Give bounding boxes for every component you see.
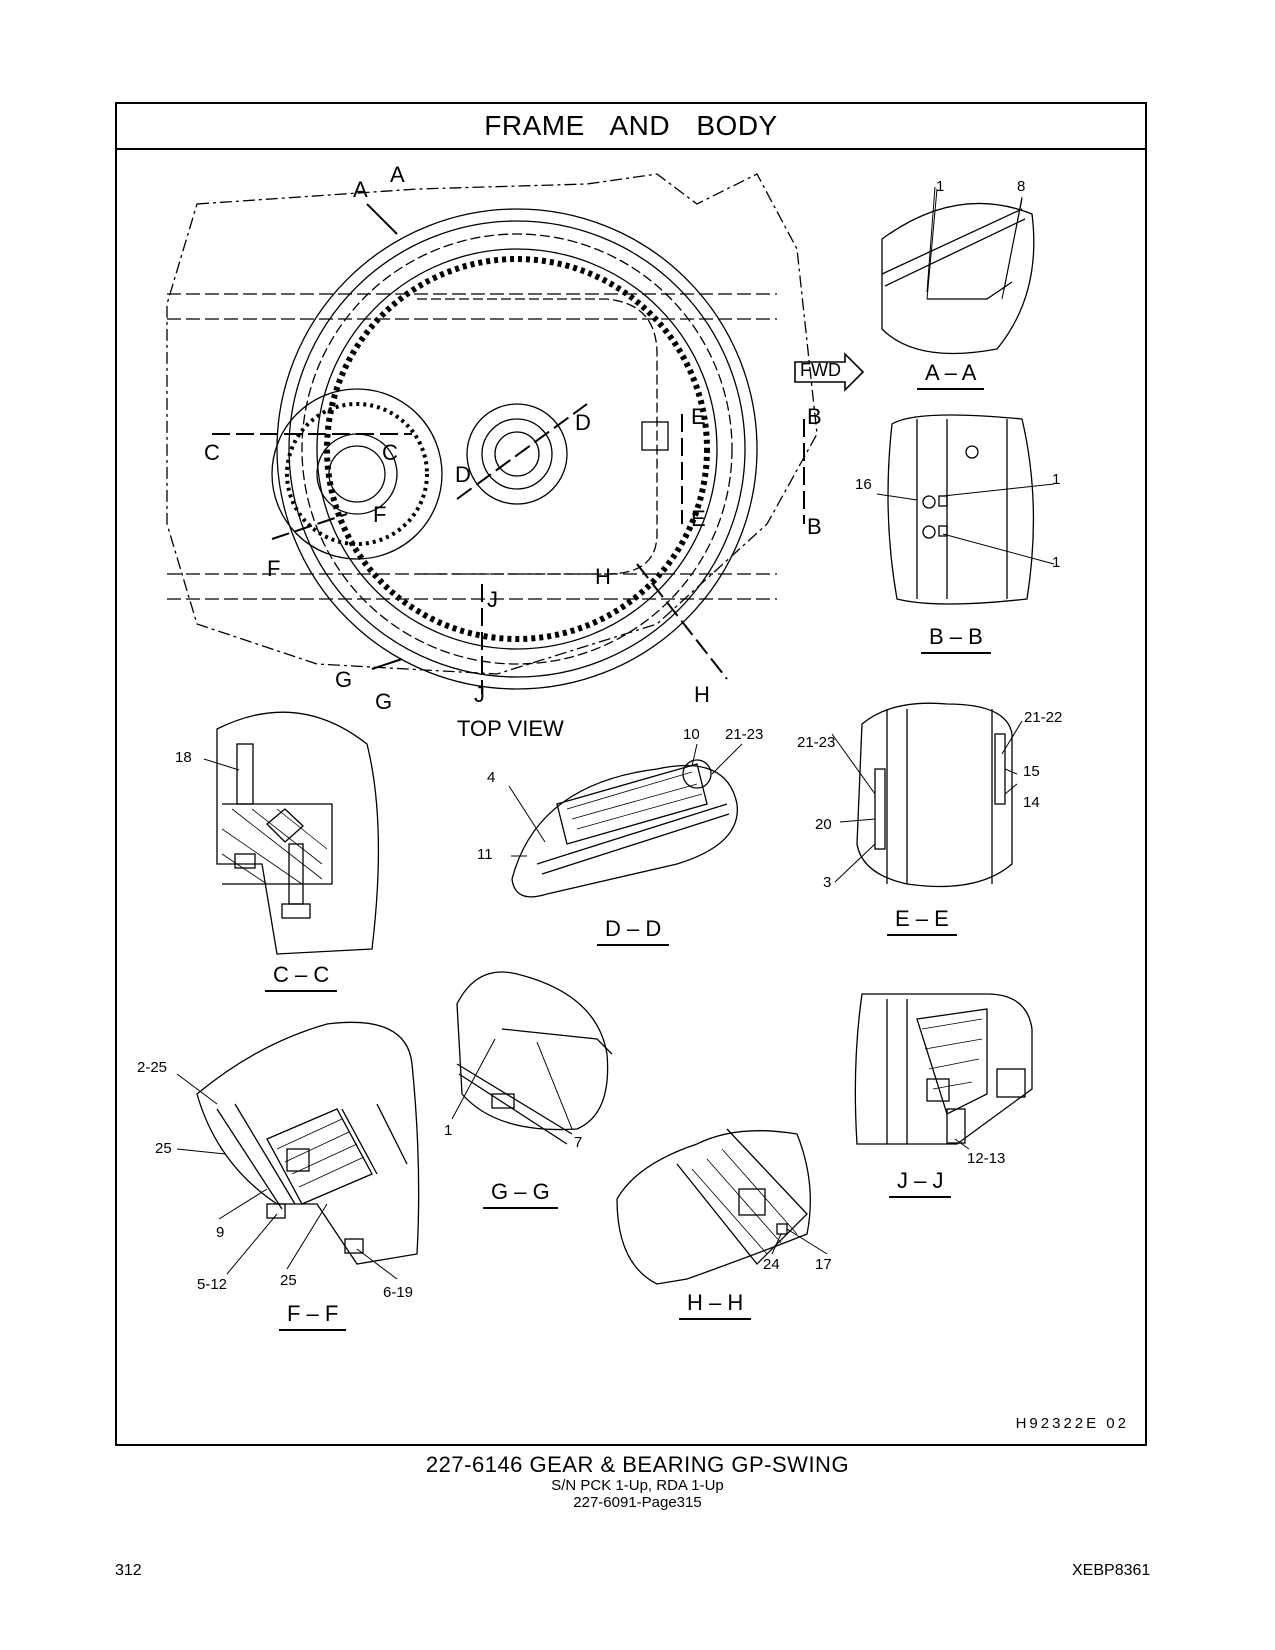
callout: 1: [444, 1122, 453, 1139]
callout: 9: [216, 1224, 225, 1241]
page-title: FRAME AND BODY: [484, 110, 778, 141]
section-dd-drawing: [511, 759, 738, 898]
caption-ff: F – F: [279, 1301, 347, 1331]
cut-letter-b: B: [807, 404, 822, 429]
callout: 7: [574, 1134, 583, 1151]
cut-letter-a: A: [353, 177, 368, 202]
callout: 11: [477, 846, 493, 863]
callout: 20: [815, 816, 832, 833]
callout: 1: [1052, 471, 1061, 488]
cut-letter-a-2: A: [390, 162, 405, 187]
document-code: XEBP8361: [1072, 1562, 1151, 1579]
callout: 24: [763, 1256, 780, 1273]
callout: 14: [1023, 794, 1040, 811]
cut-letter-h-2: H: [694, 682, 710, 707]
callout: 18: [175, 749, 192, 766]
drawing-frame: FRAME AND BODY: [115, 102, 1147, 1446]
cut-letter-c: C: [204, 440, 220, 465]
cut-letter-c-2: C: [382, 440, 398, 465]
leader-lines: [176, 186, 1055, 1280]
cut-letter-f: F: [267, 556, 281, 581]
callout: 16: [855, 476, 872, 493]
callout: 25: [280, 1272, 297, 1289]
callout: 25: [155, 1140, 172, 1157]
cut-letter-j: J: [487, 587, 498, 612]
callout: 8: [1017, 178, 1026, 195]
section-gg-drawing: [456, 971, 613, 1145]
cut-letter-g-2: G: [375, 689, 393, 714]
cut-letter-d: D: [455, 462, 471, 487]
fwd-arrow: [794, 352, 865, 392]
callout: 15: [1023, 763, 1040, 780]
section-ff-drawing: [196, 1021, 420, 1265]
fwd-label: FWD: [800, 360, 841, 380]
callout: 21-23: [725, 726, 764, 743]
caption-bb: B – B: [921, 624, 991, 654]
part-title: 227-6146 GEAR & BEARING GP-SWING: [425, 1452, 850, 1477]
callout: 21-22: [1024, 709, 1063, 726]
callout: 4: [487, 769, 496, 786]
section-aa-drawing: [881, 188, 1035, 355]
callout: 12-13: [967, 1150, 1006, 1167]
top-view-drawing: [166, 173, 818, 694]
page-number: 312: [115, 1562, 142, 1579]
caption-dd: D – D: [597, 916, 670, 946]
cut-letter-b-2: B: [807, 514, 822, 539]
callout: 5-12: [197, 1276, 228, 1293]
section-cc-drawing: [216, 711, 380, 955]
callout: 1: [1052, 554, 1061, 571]
header-bar: FRAME AND BODY: [117, 104, 1145, 150]
caption-cc: C – C: [265, 962, 338, 992]
page-reference: 227-6091-Page315: [573, 1494, 702, 1511]
section-hh-drawing: [616, 1128, 811, 1285]
callout: 6-19: [383, 1284, 414, 1301]
callout: 10: [683, 726, 700, 743]
callout: 2-25: [137, 1059, 168, 1076]
cut-letter-d-2: D: [575, 410, 591, 435]
serial-range: S/N PCK 1-Up, RDA 1-Up: [551, 1477, 724, 1494]
callout: 3: [823, 874, 832, 891]
drawing-id: H92322E 02: [1015, 1415, 1129, 1432]
caption-ee: E – E: [887, 906, 957, 936]
cut-letter-f-2: F: [373, 502, 387, 527]
cut-letter-e: E: [691, 404, 706, 429]
section-ee-drawing: [856, 702, 1013, 888]
section-bb-drawing: [887, 414, 1035, 605]
cut-letter-j-2: J: [474, 682, 485, 707]
callout: 1: [936, 178, 945, 195]
cut-letter-h: H: [595, 564, 611, 589]
section-jj-drawing: [854, 993, 1033, 1145]
caption-aa: A – A: [917, 360, 985, 390]
caption-gg: G – G: [483, 1179, 558, 1209]
callout: 17: [815, 1256, 832, 1273]
parts-illustration: [166, 173, 1055, 1285]
callout: 21-23: [797, 734, 836, 751]
cut-letter-e-2: E: [691, 506, 706, 531]
cut-letter-g: G: [335, 667, 353, 692]
caption-top-view: TOP VIEW: [457, 716, 564, 741]
caption-jj: J – J: [889, 1168, 952, 1198]
caption-hh: H – H: [679, 1290, 752, 1320]
